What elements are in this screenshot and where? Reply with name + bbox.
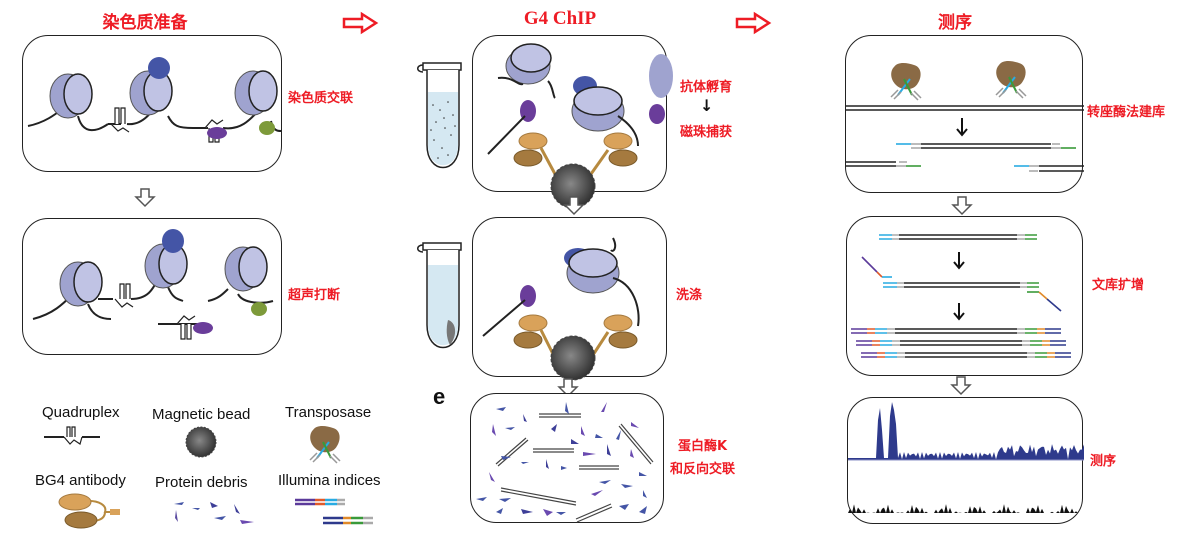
panel-library-amplification — [846, 216, 1083, 376]
step-label-library-amplification: 文库扩增 — [1092, 278, 1145, 293]
down-arrow-icon — [953, 303, 965, 321]
column-title-sequencing: 测序 — [938, 13, 972, 33]
panel-letter: e — [433, 384, 446, 409]
step-label-reverse-crosslink: 和反向交联 — [670, 462, 736, 477]
panel-proteinase-k — [470, 393, 664, 523]
tube-with-beads-icon — [417, 62, 462, 169]
panel-chromatin-crosslink — [22, 35, 282, 172]
quadruplex-icon — [176, 315, 196, 340]
step-label-crosslink: 染色质交联 — [288, 91, 354, 106]
nucleosome-icon — [224, 246, 268, 292]
protein-purple-icon — [520, 285, 536, 307]
step-label-sequencing: 测序 — [1090, 454, 1117, 469]
protein-purple-icon — [207, 127, 227, 139]
antibody-icon — [589, 314, 638, 359]
amplified-library — [851, 328, 1071, 358]
red-arrow-icon — [735, 11, 772, 35]
antibody-icon — [589, 132, 638, 175]
g4-signal-track — [848, 402, 1084, 460]
sonicated-chromatin-illustration — [32, 229, 274, 340]
nucleosome-icon — [571, 86, 625, 132]
antibody-icon — [58, 493, 120, 529]
nucleosome-icon — [59, 261, 103, 307]
down-arrow-icon — [563, 196, 585, 216]
legend-label-magnetic-bead: Magnetic bead — [152, 406, 251, 423]
transposase-icon — [309, 426, 341, 464]
down-arrow-icon: ↓ — [700, 96, 714, 115]
magnetic-bead-icon — [185, 426, 217, 458]
magnetic-bead-icon — [550, 163, 596, 209]
legend: Quadruplex Magnetic bead Transposase BG4… — [30, 400, 400, 530]
protein-green-icon — [259, 121, 275, 135]
step-label-sonication: 超声打断 — [288, 288, 341, 303]
down-arrow-icon — [953, 252, 965, 270]
transposase-icon — [995, 61, 1027, 99]
protein-purple-icon — [193, 322, 213, 334]
step-label-bead-capture: 磁珠捕获 — [680, 125, 733, 140]
crosslinked-chromatin-illustration — [27, 57, 282, 143]
illumina-indices-icon — [295, 498, 373, 525]
nucleosome-icon — [49, 73, 93, 119]
transposase-icon — [890, 63, 922, 101]
antibody-icon — [513, 132, 557, 175]
step-label-proteinase-k: 蛋白酶K — [678, 439, 728, 454]
sequencing-signal-tracks — [848, 402, 1084, 513]
legend-label-quadruplex: Quadruplex — [42, 404, 120, 421]
tube-with-pellet-icon — [417, 242, 462, 349]
library-amplification-illustration — [851, 234, 1071, 358]
panel-antibody-incubation — [472, 35, 673, 209]
quadruplex-icon — [44, 426, 100, 445]
protein-green-icon — [251, 302, 267, 316]
step-label-wash: 洗涤 — [676, 288, 703, 303]
step-label-tagmentation: 转座酶法建库 — [1087, 105, 1166, 120]
protein-blue-icon — [148, 57, 170, 79]
legend-label-bg4-antibody: BG4 antibody — [35, 472, 126, 489]
step-label-antibody-incubation: 抗体孵育 — [680, 80, 733, 95]
panel-wash — [472, 217, 667, 381]
down-arrow-icon — [951, 196, 973, 216]
legend-label-protein-debris: Protein debris — [155, 474, 248, 491]
quadruplex-icon — [114, 283, 134, 308]
down-arrow-icon — [557, 378, 579, 398]
down-arrow-icon — [956, 118, 968, 137]
nucleosome-icon — [144, 243, 188, 289]
antibody-icon — [513, 314, 557, 359]
quadruplex-icon — [110, 107, 130, 133]
magnetic-bead-icon — [550, 335, 596, 381]
red-arrow-icon — [342, 11, 379, 35]
nucleosome-icon — [505, 43, 552, 85]
antibody-capture-illustration — [487, 43, 673, 209]
panel-sonication — [22, 218, 282, 355]
dna-fragments — [495, 413, 654, 523]
down-arrow-icon — [950, 376, 972, 396]
tagmentation-illustration — [846, 61, 1084, 172]
legend-label-transposase: Transposase — [285, 404, 372, 421]
down-arrow-icon — [134, 188, 156, 208]
panel-sequencing-tracks — [847, 397, 1084, 524]
nucleosome-icon — [129, 70, 173, 116]
nucleosome-icon — [234, 70, 278, 116]
column-title-chromatin-prep: 染色质准备 — [102, 13, 188, 33]
protein-purple-icon — [649, 104, 665, 124]
legend-label-illumina-indices: Illumina indices — [278, 472, 381, 489]
protein-debris-icon — [174, 502, 254, 524]
protein-debris-icon — [476, 402, 647, 516]
decrosslinked-dna-illustration — [476, 402, 654, 523]
panel-tagmentation — [845, 35, 1084, 193]
column-title-g4-chip: G4 ChIP — [523, 8, 597, 29]
input-signal-track — [848, 504, 1084, 513]
wash-illustration — [482, 237, 640, 381]
nucleosome-icon — [566, 248, 620, 294]
protein-blue-icon — [162, 229, 184, 253]
